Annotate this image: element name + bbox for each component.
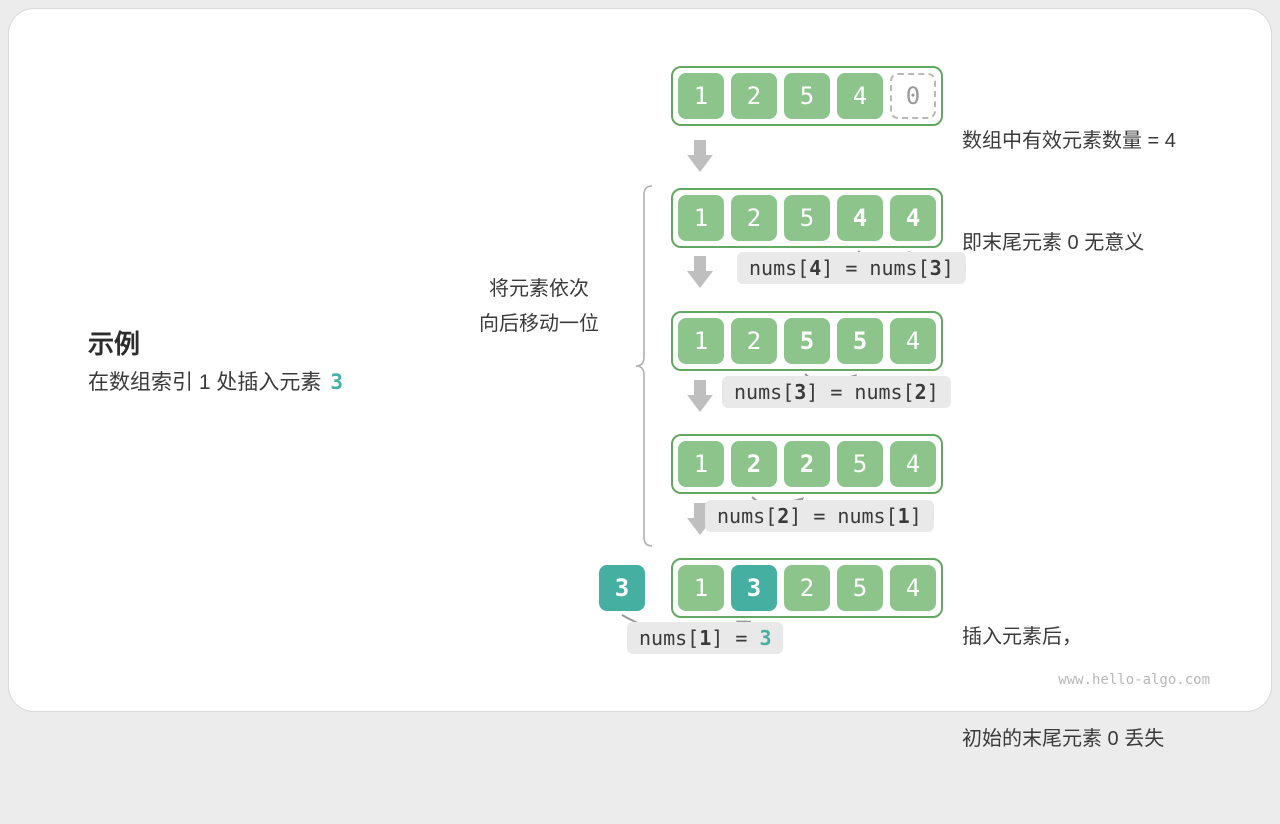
op-label-1: nums[4] = nums[3] [737,252,966,284]
array-cell-inserted: 3 [731,565,777,611]
op-index: 4 [809,256,822,280]
op-index: 3 [929,256,942,280]
op-text: nums[ [734,380,795,404]
final-note: 插入元素后， 初始的末尾元素 0 丢失 [962,552,1164,824]
op-text: ] [909,504,922,528]
array-cell-invalid: 0 [890,73,936,119]
op-label-3: nums[2] = nums[1] [705,500,934,532]
op-label-4: nums[1] = 3 [627,622,784,654]
array-cell: 4 [890,565,936,611]
array-cell-moved: 5 [837,318,883,364]
array-cell-moved: 5 [784,318,830,364]
array-row-initial: 1 2 5 4 0 [671,66,943,126]
shift-note-line2: 向后移动一位 [479,313,599,335]
op-index: 1 [699,626,712,650]
final-note-line1: 插入元素后， [962,626,1082,648]
array-cell-moved: 4 [890,195,936,241]
array-cell-moved: 2 [731,441,777,487]
op-text: nums[ [749,256,810,280]
op-text: nums[ [717,504,778,528]
op-text: nums[ [639,626,700,650]
array-cell: 2 [731,195,777,241]
op-text: ] = nums[ [821,256,930,280]
array-cell: 1 [678,441,724,487]
op-index: 2 [777,504,790,528]
array-cell: 5 [784,73,830,119]
op-text: ] = nums[ [806,380,915,404]
array-row-step1: 1 2 5 4 4 [671,188,943,248]
initial-note: 数组中有效元素数量 = 4 即末尾元素 0 无意义 [962,56,1176,328]
example-title: 示例 [88,329,141,359]
array-cell: 4 [837,73,883,119]
initial-note-line2: 即末尾元素 0 无意义 [962,232,1145,254]
inserted-value: 3 [330,370,344,394]
diagram-canvas: 示例 在数组索引 1 处插入元素 3 将元素依次 向后移动一位 1 2 5 4 0… [8,8,1272,750]
shift-note-line1: 将元素依次 [489,278,589,300]
array-cell: 4 [890,441,936,487]
array-row-step3: 1 2 2 5 4 [671,434,943,494]
array-cell: 2 [784,565,830,611]
op-text: ] [941,256,954,280]
initial-note-line1: 数组中有效元素数量 = 4 [962,130,1176,152]
array-cell: 1 [678,318,724,364]
op-inserted-value: 3 [759,626,772,650]
shift-note: 将元素依次 向后移动一位 [448,272,630,342]
op-text: ] [926,380,939,404]
op-index: 2 [914,380,927,404]
op-text: ] = nums[ [789,504,898,528]
array-cell: 4 [890,318,936,364]
array-cell-moved: 4 [837,195,883,241]
array-row-step2: 1 2 5 5 4 [671,311,943,371]
array-cell: 2 [731,73,777,119]
op-index: 1 [897,504,910,528]
array-cell-moved: 2 [784,441,830,487]
array-cell: 1 [678,565,724,611]
array-cell: 5 [837,441,883,487]
op-text: ] = [711,626,760,650]
final-note-line2: 初始的末尾元素 0 丢失 [962,728,1165,750]
op-label-2: nums[3] = nums[2] [722,376,951,408]
array-cell: 1 [678,195,724,241]
array-row-final: 1 3 2 5 4 [671,558,943,618]
example-description: 在数组索引 1 处插入元素 3 [88,366,343,396]
op-index: 3 [794,380,807,404]
array-cell: 5 [837,565,883,611]
array-cell: 5 [784,195,830,241]
example-description-text: 在数组索引 1 处插入元素 [88,371,322,394]
array-cell: 1 [678,73,724,119]
array-cell: 2 [731,318,777,364]
watermark: www.hello-algo.com [1058,672,1210,688]
inserted-element-box: 3 [599,565,645,611]
